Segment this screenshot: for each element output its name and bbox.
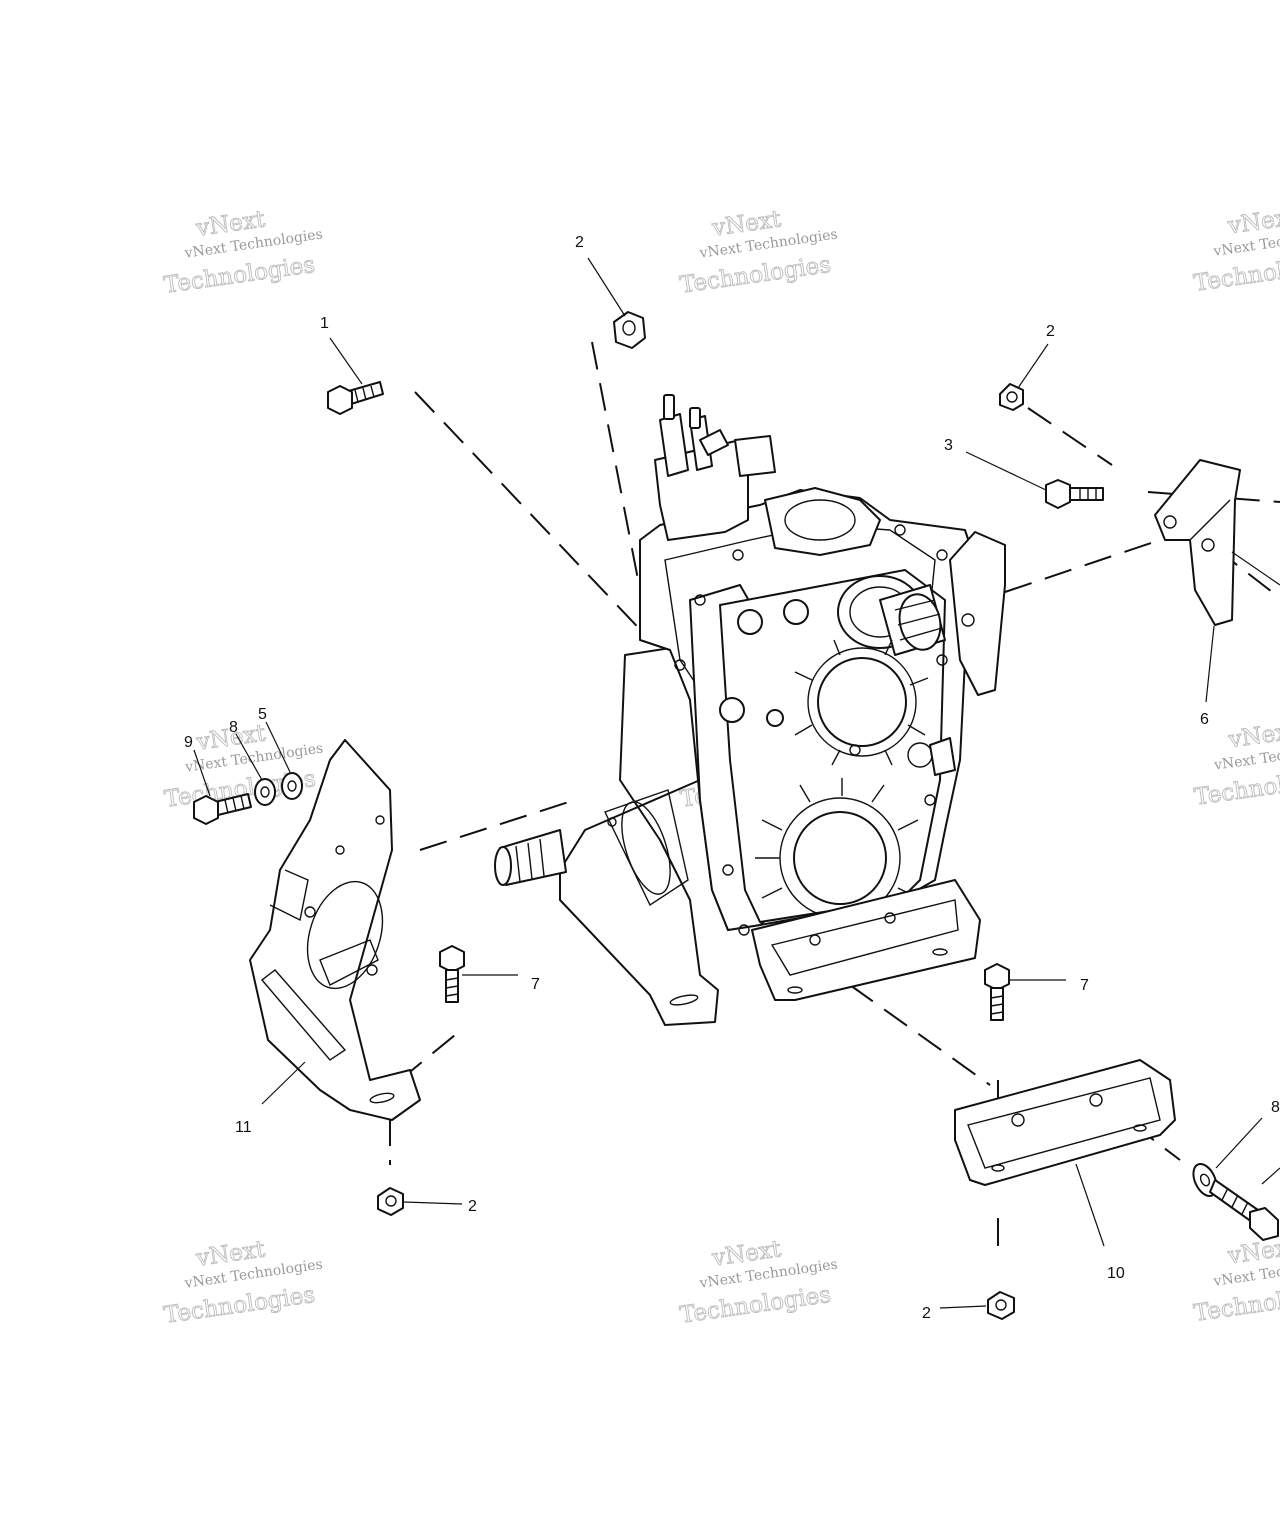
leader-lines bbox=[193, 257, 1280, 1309]
bolt-9 bbox=[193, 793, 252, 825]
nut-2-bottom-right bbox=[987, 1291, 1015, 1320]
watermark-bottom-center: vNext vNext Technologies Technologies bbox=[678, 1236, 839, 1329]
bolt-3 bbox=[1045, 479, 1104, 509]
callout-8-left: 8 bbox=[229, 719, 238, 736]
washer-8 bbox=[254, 778, 276, 806]
callout-10: 10 bbox=[1107, 1265, 1125, 1282]
nut-2-top bbox=[613, 311, 646, 349]
gearbox-assembly bbox=[494, 394, 1006, 1026]
washer-5 bbox=[281, 772, 303, 800]
watermark-bottom-right: vNext vNext Technologies Technologies bbox=[1192, 1234, 1280, 1328]
watermark-line3: Technologies bbox=[1192, 250, 1280, 297]
assembly-line bbox=[414, 391, 651, 641]
callout-3: 3 bbox=[944, 437, 953, 454]
assembly-line bbox=[849, 984, 991, 1086]
watermark-line1: vNext bbox=[1226, 1234, 1280, 1270]
assembly-line bbox=[1004, 539, 1161, 593]
bracket-11 bbox=[249, 739, 421, 1121]
callout-2-bottom-right: 2 bbox=[922, 1305, 931, 1322]
callout-1: 1 bbox=[320, 315, 329, 332]
callout-2-top-right: 2 bbox=[1046, 323, 1055, 340]
watermark-line3: Technologies bbox=[1193, 764, 1280, 811]
bolt-bottom-right bbox=[1209, 1179, 1279, 1241]
bolt-1 bbox=[327, 381, 384, 415]
watermark-line1: vNext bbox=[1226, 718, 1280, 754]
callout-2-top: 2 bbox=[575, 234, 584, 251]
callout-8-right: 8 bbox=[1271, 1099, 1280, 1116]
callout-2-bottom-left: 2 bbox=[468, 1198, 477, 1215]
bolt-7-right bbox=[984, 963, 1010, 1021]
nut-2-bottom-left bbox=[377, 1187, 404, 1216]
callout-5: 5 bbox=[258, 706, 267, 723]
watermark-top-left: vNext vNext Technologies Technologies bbox=[162, 206, 324, 299]
watermark-line1: vNext bbox=[1226, 204, 1280, 240]
callout-9: 9 bbox=[184, 734, 193, 751]
callout-labels: 1 2 2 3 5 6 7 7 8 8 9 10 11 2 2 bbox=[184, 234, 1280, 1322]
gear-ribs-upper bbox=[794, 639, 929, 766]
watermark-top-right: vNext vNext Technologies Technologies bbox=[1192, 204, 1280, 298]
assembly-line bbox=[1027, 407, 1113, 466]
callout-6: 6 bbox=[1200, 711, 1209, 728]
callout-7-left: 7 bbox=[531, 976, 540, 993]
bracket-6 bbox=[1154, 459, 1241, 626]
watermark-line3: Technologies bbox=[1192, 1280, 1280, 1327]
callout-7-right: 7 bbox=[1080, 977, 1089, 994]
nut-2-top-right bbox=[999, 383, 1024, 411]
callout-11: 11 bbox=[235, 1119, 252, 1136]
assembly-line bbox=[591, 341, 641, 591]
assembly-line bbox=[419, 799, 576, 851]
watermark-bottom-left: vNext vNext Technologies Technologies bbox=[162, 1236, 324, 1329]
bolt-7-left bbox=[439, 945, 465, 1003]
watermark-top-center: vNext vNext Technologies Technologies bbox=[678, 206, 839, 299]
skid-plate-10 bbox=[954, 1059, 1176, 1186]
